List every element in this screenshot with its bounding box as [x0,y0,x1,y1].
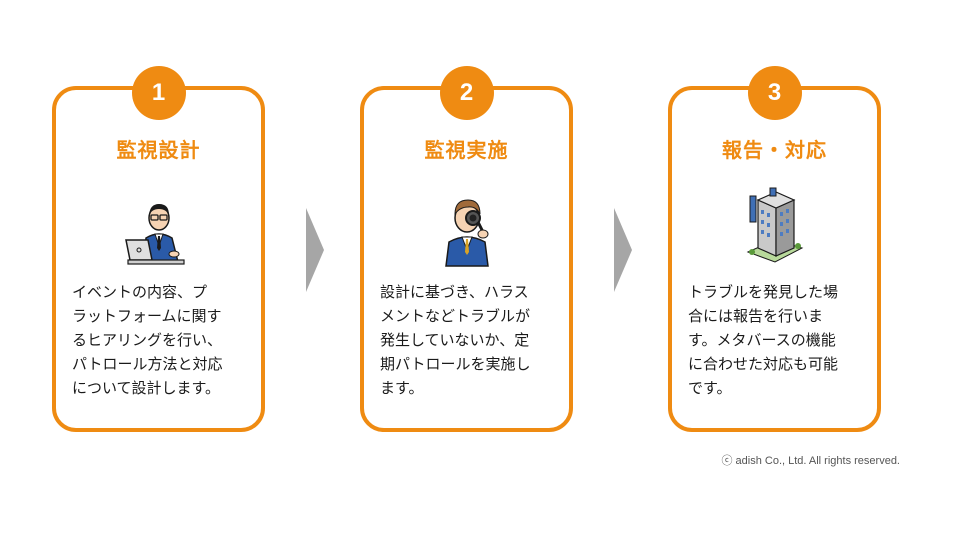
step-number-badge: 2 [439,66,494,120]
step-number-badge: 1 [131,66,186,120]
copyright-notice: ⓒ adish Co., Ltd. All rights reserved. [721,455,900,467]
step-number-badge: 3 [747,66,802,120]
flow-arrow-icon [614,208,632,292]
person-laptop-icon [124,204,185,265]
step-description: イベントの内容、プ ラットフォームに関す るヒアリングを行い、 パトロール方法と… [72,283,223,397]
flow-arrow-icon [306,208,324,292]
step-description: トラブルを発見した場 合には報告を行いま す。メタバースの機能 に合わせた対応も… [688,283,839,397]
step-card-1: 1 監視設計 イベントの内容、プ ラットフォームに関す るヒアリングを行い、 パ… [52,66,265,432]
step-card-3: 3 報告・対応 トラブルを発見した場 合には報告を行いま す。メタバースの機能 … [668,66,881,432]
step-title: 監視設計 [116,138,201,162]
office-building-icon [746,187,803,263]
step-title: 報告・対応 [722,138,827,162]
person-magnifier-icon [444,199,489,267]
step-title: 監視実施 [424,138,509,162]
step-card-2: 2 監視実施 設計に基づき、ハラス メントなどトラブルが 発生していないか、定 … [360,66,573,432]
step-description: 設計に基づき、ハラス メントなどトラブルが 発生していないか、定 期パトロールを… [380,283,531,397]
